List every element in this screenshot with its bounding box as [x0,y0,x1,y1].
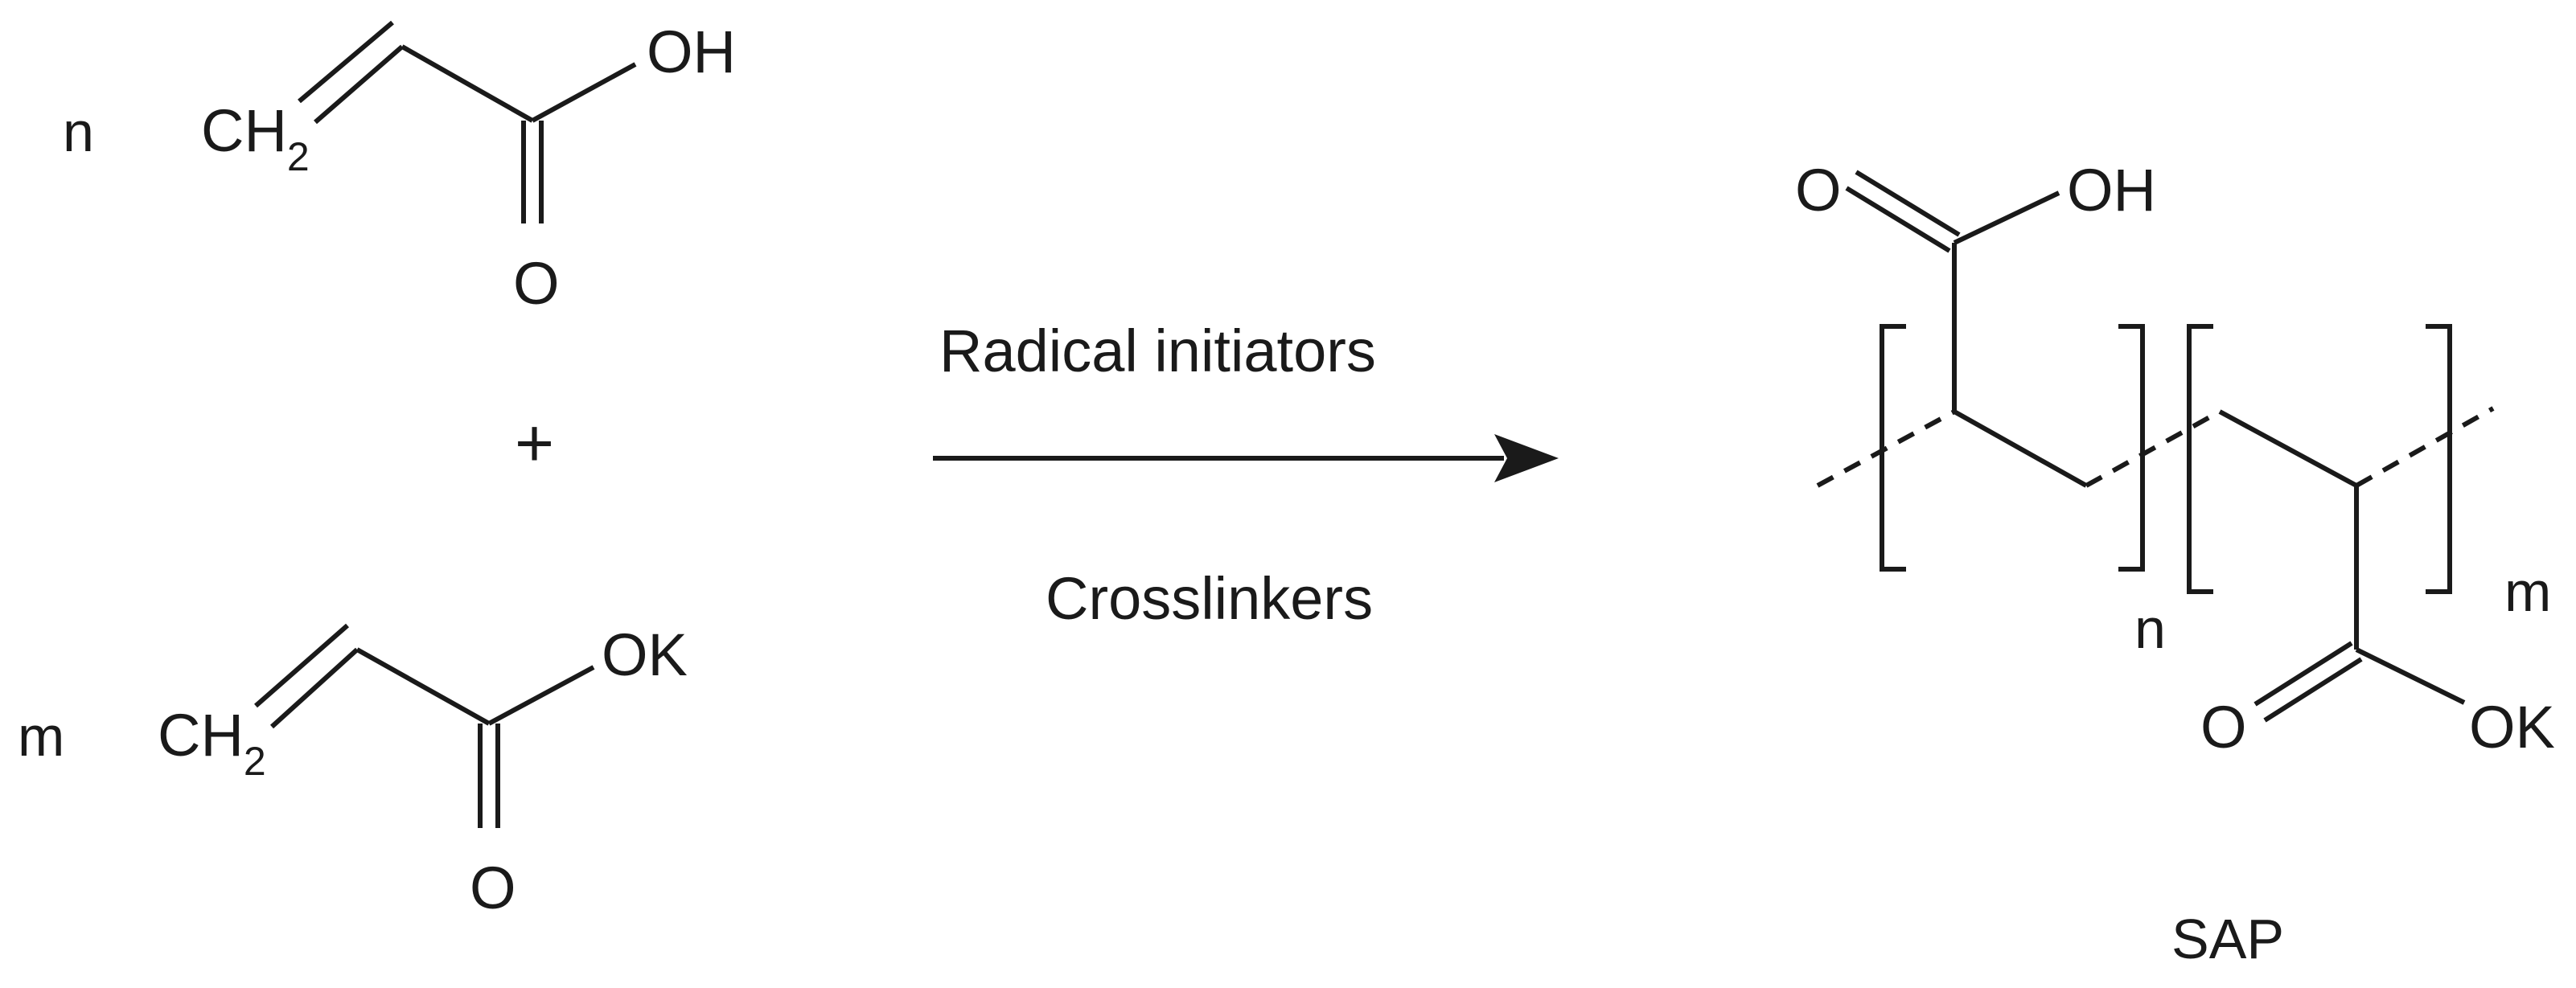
reactant-1-ch2-label: CH2 [201,97,310,179]
plus-sign: + [515,405,554,481]
product-backbone-middle-dash [2085,409,2221,488]
reactant-2-ch2-label: CH2 [158,702,266,784]
product-unit-2-carbonyl-bond-b [2263,657,2363,723]
product-unit-1-left-bracket [1880,324,1906,572]
reaction-arrow-group: Radical initiators Crosslinkers [933,318,1559,632]
reactant-1-c-oh-bond [531,62,637,123]
reactant-1-cc-bond [401,44,534,123]
reactant-2-subscript: 2 [244,739,266,784]
reactant-1-oh-label: OH [647,18,736,85]
product-sap: O OH n m O OK SAP [1795,157,2555,970]
reactant-1-ch-text: CH [201,97,287,164]
product-unit-2-carbonyl-o: O [2200,694,2247,760]
product-unit-2-c-ok-bond [2355,647,2466,705]
product-unit-1-carbonyl-bond-b [1855,170,1961,237]
product-backbone-left-dash [1816,409,1956,488]
product-unit-1-carbonyl-bond-a [1845,186,1951,253]
reaction-arrow-head [1494,434,1559,482]
product-name-label: SAP [2171,908,2284,970]
condition-below-arrow: Crosslinkers [1046,565,1373,632]
reactant-2-coefficient: m [18,705,64,768]
reactant-1-coefficient: n [63,100,94,163]
reactant-1-vinyl-bond-outer [314,44,404,125]
product-backbone-bond-2 [2218,409,2358,488]
condition-above-arrow: Radical initiators [939,318,1376,384]
reactant-2-c-ok-bond [487,665,595,726]
product-unit-2-right-bracket [2426,324,2452,594]
product-unit-2-index: m [2504,560,2551,623]
reactant-2-carbonyl-o: O [470,855,516,921]
product-unit-1-right-bracket [2118,324,2145,572]
product-backbone-bond-1 [1953,409,2088,488]
reactant-1-vinyl-bond-inner [298,20,394,104]
reactant-potassium-acrylate: m CH2 OK O [18,621,688,921]
product-unit-1-oh-label: OH [2067,157,2156,223]
reactant-2-vinyl-bond-inner [254,623,349,708]
product-unit-2-carbonyl-bond-a [2253,641,2353,707]
product-unit-2-ok-label: OK [2469,694,2555,760]
product-unit-1-carbonyl-o: O [1795,157,1842,223]
reactant-acrylic-acid: n CH2 OH O [63,18,736,317]
product-backbone-right-dash [2355,406,2495,488]
reactant-1-carbonyl-o: O [513,250,560,317]
reactant-1-subscript: 2 [287,134,310,179]
product-unit-1-c-oh-bond [1953,191,2060,245]
reactant-2-ch-text: CH [158,702,244,769]
product-unit-1-index: n [2134,597,2166,660]
reactant-2-ok-label: OK [602,621,688,688]
product-unit-2-left-bracket [2187,324,2213,594]
reactant-2-cc-bond [355,647,491,726]
reactant-2-vinyl-bond-outer [269,647,359,729]
